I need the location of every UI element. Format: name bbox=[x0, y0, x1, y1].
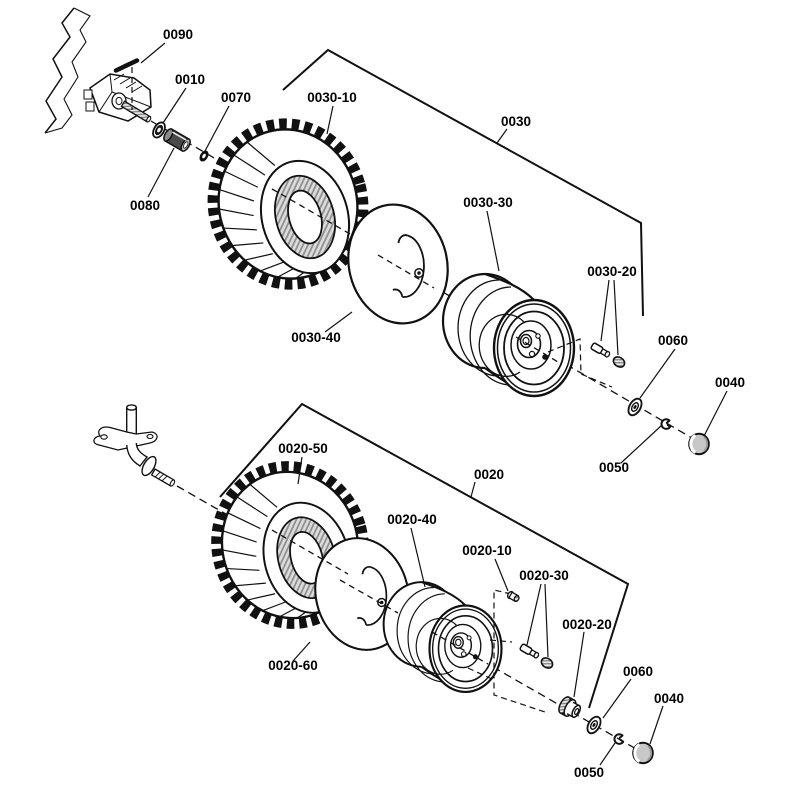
callout-0020[interactable]: 0020 bbox=[474, 467, 504, 482]
callout-0060-bottom[interactable]: 0060 bbox=[623, 664, 653, 679]
leader-0010 bbox=[162, 87, 187, 124]
transaxle-gearbox bbox=[44, 7, 152, 134]
leader-0030-40 bbox=[324, 311, 353, 333]
leader-0020-60 bbox=[292, 641, 311, 662]
leader-0040-bottom bbox=[649, 705, 664, 745]
callout-0020-10[interactable]: 0020-10 bbox=[462, 543, 512, 558]
valve-cap-bottom bbox=[538, 654, 556, 672]
leader-0050-top bbox=[620, 424, 663, 464]
leader-0030 bbox=[496, 128, 508, 144]
leader-0060-top bbox=[639, 348, 676, 399]
callout-0030-40[interactable]: 0030-40 bbox=[291, 330, 341, 345]
leader-0020-10 bbox=[494, 558, 509, 592]
wheel-rim-top bbox=[441, 272, 576, 398]
valve-stem-bottom bbox=[518, 642, 541, 660]
callout-0020-40[interactable]: 0020-40 bbox=[387, 512, 437, 527]
leader-0020 bbox=[470, 481, 476, 498]
callout-labels: 0090 0010 0070 0080 0030-10 0030 0030-30… bbox=[130, 27, 745, 780]
callout-0020-50[interactable]: 0020-50 bbox=[278, 441, 328, 456]
washer-part-0070 bbox=[199, 150, 209, 162]
callout-0050-top[interactable]: 0050 bbox=[599, 460, 629, 475]
callout-0040-top[interactable]: 0040 bbox=[715, 375, 745, 390]
leader-0090 bbox=[140, 42, 166, 64]
washer-bottom-0060 bbox=[583, 713, 605, 737]
front-spindle bbox=[93, 404, 176, 487]
callout-0090[interactable]: 0090 bbox=[163, 27, 193, 42]
callout-0020-20[interactable]: 0020-20 bbox=[562, 617, 612, 632]
group-brackets bbox=[219, 48, 644, 709]
group-bracket-0020 bbox=[219, 402, 630, 709]
callout-0080[interactable]: 0080 bbox=[130, 198, 160, 213]
valve-detail-box-top bbox=[547, 338, 613, 388]
wheel-bushing-0020-20 bbox=[555, 694, 584, 722]
valve-detail-box-bottom bbox=[493, 589, 549, 714]
leader-0020-40 bbox=[410, 527, 426, 588]
callout-0020-30[interactable]: 0020-30 bbox=[519, 568, 569, 583]
leader-0020-20 bbox=[573, 631, 585, 698]
callout-0030[interactable]: 0030 bbox=[501, 114, 531, 129]
valve-stem-top bbox=[589, 341, 612, 359]
leader-0080 bbox=[147, 147, 175, 198]
leader-0030-30 bbox=[486, 210, 500, 272]
axle-shaft bbox=[120, 100, 152, 123]
callout-0020-60[interactable]: 0020-60 bbox=[268, 658, 318, 673]
callout-0030-20[interactable]: 0030-20 bbox=[587, 264, 637, 279]
group-bracket-0030 bbox=[282, 48, 644, 317]
valve-detail-link-bottom2 bbox=[489, 639, 513, 643]
roll-pin-part bbox=[113, 58, 140, 73]
washer-top-0060 bbox=[624, 395, 646, 419]
valve-cap-top bbox=[610, 353, 628, 371]
callout-0050-bottom[interactable]: 0050 bbox=[574, 765, 604, 780]
leader-0040-top bbox=[703, 390, 728, 437]
valve-detail-link-bottom bbox=[467, 667, 495, 681]
leader-0030-10 bbox=[326, 105, 334, 135]
hub-cap-bottom-0040 bbox=[631, 741, 655, 765]
spacer-part-0080 bbox=[163, 128, 191, 152]
leader-0020-50 bbox=[297, 456, 303, 485]
leader-0070 bbox=[204, 105, 230, 152]
callout-0040-bottom[interactable]: 0040 bbox=[654, 691, 684, 706]
leader-0020-30b bbox=[544, 583, 549, 658]
callout-0070[interactable]: 0070 bbox=[221, 90, 251, 105]
leader-0030-20a bbox=[600, 279, 610, 342]
axis-overlay-dashes bbox=[271, 188, 559, 665]
leader-0030-20b bbox=[613, 279, 619, 356]
fitting-0020-10 bbox=[505, 589, 522, 604]
callout-0030-10[interactable]: 0030-10 bbox=[307, 90, 357, 105]
callout-0030-30[interactable]: 0030-30 bbox=[463, 195, 513, 210]
washer-part-0010 bbox=[152, 121, 166, 139]
leader-0060-bottom bbox=[602, 678, 632, 719]
leader-0020-30a bbox=[526, 583, 542, 646]
leader-lines bbox=[140, 42, 728, 766]
callout-0060-top[interactable]: 0060 bbox=[658, 333, 688, 348]
hub-cap-top-0040 bbox=[687, 432, 711, 456]
dashed-detail-boxes bbox=[467, 338, 613, 714]
wheel-rim-bottom bbox=[382, 581, 503, 693]
callout-0010[interactable]: 0010 bbox=[175, 72, 205, 87]
leader-0050-bottom bbox=[599, 742, 616, 766]
